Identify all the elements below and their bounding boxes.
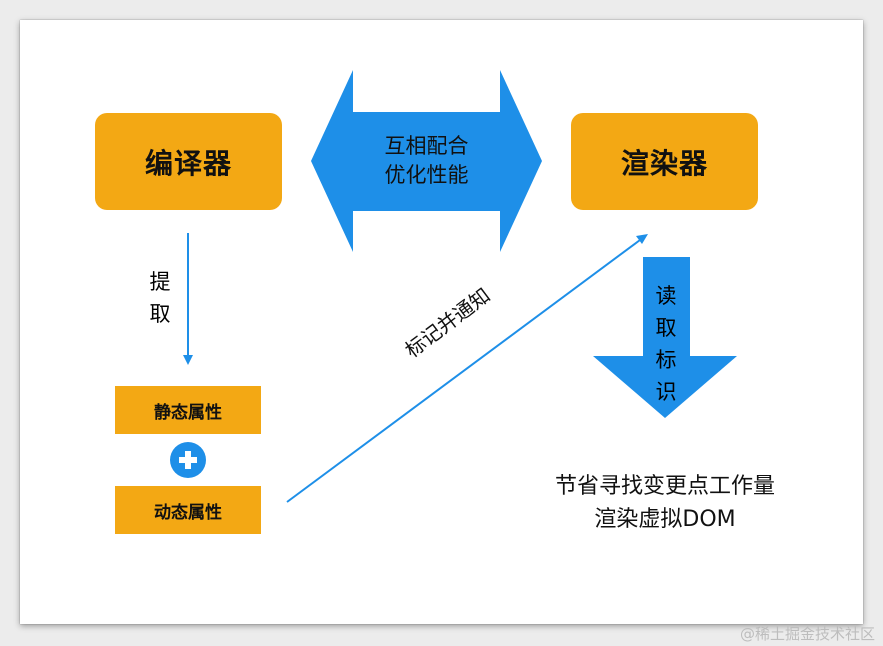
- static-attrs-box: 静态属性: [115, 386, 261, 434]
- extract-char-1: 提: [149, 270, 171, 294]
- extract-label: 提 取: [148, 266, 172, 330]
- cooperate-line-2: 优化性能: [384, 163, 469, 187]
- result-text: 节省寻找变更点工作量 渲染虚拟DOM: [520, 470, 810, 536]
- extract-arrow-head: [183, 355, 193, 365]
- dynamic-attrs-box: 动态属性: [115, 486, 261, 534]
- notify-arrow-line: [286, 239, 641, 503]
- compiler-label: 编译器: [144, 146, 232, 180]
- renderer-node: 渲染器: [571, 113, 758, 210]
- down-arrow: [593, 257, 737, 418]
- read-mark-char-3: 标: [655, 348, 677, 372]
- watermark: @稀土掘金技术社区: [739, 625, 875, 643]
- renderer-label: 渲染器: [620, 146, 708, 180]
- result-line-1: 节省寻找变更点工作量: [554, 474, 775, 499]
- extract-char-2: 取: [149, 302, 171, 326]
- cooperate-line-1: 互相配合: [384, 134, 469, 158]
- static-attrs-label: 静态属性: [154, 402, 222, 423]
- plus-circle-icon: [170, 442, 206, 478]
- compiler-node: 编译器: [95, 113, 282, 210]
- read-mark-char-1: 读: [655, 284, 677, 308]
- read-mark-char-2: 取: [655, 316, 677, 340]
- dynamic-attrs-label: 动态属性: [154, 502, 222, 523]
- read-mark-label: 读 取 标 识: [654, 280, 678, 408]
- bidirectional-arrow: [311, 70, 542, 252]
- notify-arrow-head: [636, 234, 648, 244]
- cooperate-label: 互相配合 优化性能: [353, 132, 500, 190]
- read-mark-char-4: 识: [655, 380, 677, 404]
- result-line-2: 渲染虚拟DOM: [594, 507, 736, 532]
